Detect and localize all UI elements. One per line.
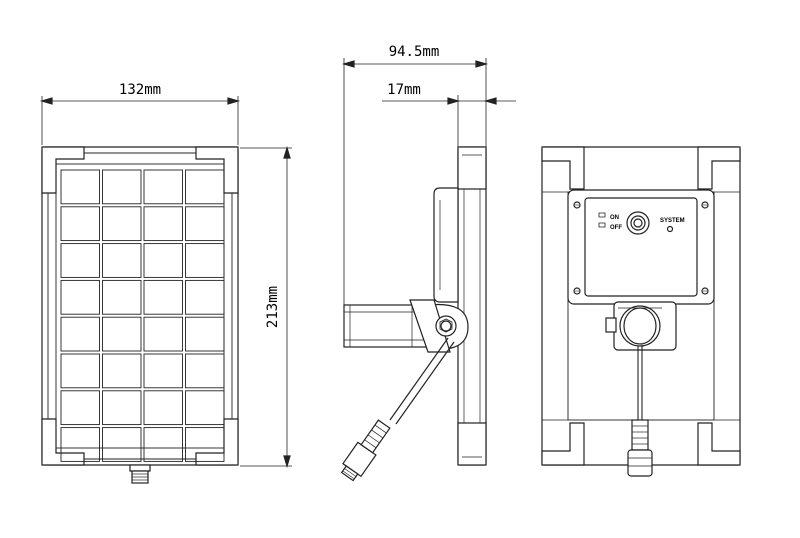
- solar-cells-grid: [60, 169, 225, 462]
- back-corner-brackets: [541, 146, 741, 466]
- solar-cell: [185, 279, 225, 315]
- width-label: 132mm: [119, 82, 161, 98]
- solar-cell: [102, 390, 142, 426]
- solar-cell: [143, 169, 183, 205]
- solar-cell: [102, 279, 142, 315]
- solar-cell: [143, 279, 183, 315]
- on-label: ON: [610, 215, 619, 221]
- power-button[interactable]: [626, 211, 650, 235]
- solar-cell: [143, 390, 183, 426]
- lamp-off-icon: [598, 222, 606, 228]
- solar-cell: [143, 243, 183, 278]
- solar-cell: [143, 316, 183, 352]
- bottom-connector: [129, 464, 151, 484]
- solar-cell: [102, 206, 142, 242]
- solar-cell: [185, 316, 225, 352]
- solar-cell: [60, 390, 100, 426]
- solar-cell: [60, 427, 100, 462]
- back-mount: [605, 301, 677, 351]
- solar-cell: [60, 353, 100, 389]
- off-label: OFF: [610, 225, 622, 231]
- corner-brackets: [41, 146, 239, 466]
- solar-cell: [143, 427, 183, 462]
- solar-cell: [102, 169, 142, 205]
- back-view: ON OFF SYSTEM: [541, 146, 741, 477]
- side-cable: [340, 337, 455, 482]
- solar-cell: [102, 353, 142, 389]
- solar-cell: [143, 206, 183, 242]
- control-box-side: [433, 187, 459, 303]
- solar-cell: [60, 169, 100, 205]
- width-dimension: 132mm: [39, 82, 241, 145]
- solar-cell: [185, 353, 225, 389]
- height-dimension: 213mm: [240, 145, 292, 469]
- system-label: SYSTEM: [660, 218, 685, 224]
- control-box: ON OFF SYSTEM: [567, 189, 715, 305]
- solar-cell: [185, 427, 225, 462]
- solar-cell: [60, 316, 100, 352]
- solar-cell: [60, 279, 100, 315]
- panel-frame: [41, 146, 239, 466]
- lamp-on-icon: [598, 212, 606, 218]
- system-indicator-led: [666, 225, 674, 233]
- panel-edge: [457, 146, 487, 466]
- height-label: 213mm: [265, 286, 281, 328]
- solar-cell: [185, 243, 225, 278]
- thickness-dimension: 17mm: [382, 82, 516, 148]
- solar-cell: [102, 427, 142, 462]
- side-view: 94.5mm 17mm: [340, 44, 516, 482]
- solar-cell: [60, 243, 100, 278]
- solar-cell: [185, 390, 225, 426]
- solar-cell: [185, 169, 225, 205]
- solar-cell: [60, 206, 100, 242]
- stand-arm: [343, 299, 469, 353]
- back-cable: [627, 346, 653, 477]
- depth-label: 94.5mm: [389, 44, 440, 60]
- thickness-label: 17mm: [387, 82, 421, 98]
- solar-cell: [102, 243, 142, 278]
- solar-cell: [143, 353, 183, 389]
- depth-dimension: 94.5mm: [341, 44, 489, 305]
- solar-cell: [102, 316, 142, 352]
- front-view: 132mm 213mm: [39, 82, 292, 484]
- solar-cell: [185, 206, 225, 242]
